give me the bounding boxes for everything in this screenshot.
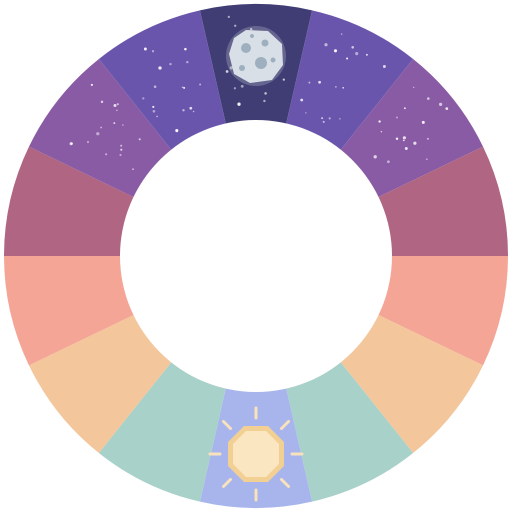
star (402, 139, 405, 142)
predawn-segment-stars (373, 86, 449, 164)
sun-icon (208, 406, 304, 502)
icons-layer (208, 26, 304, 502)
star (227, 15, 230, 19)
star (382, 65, 386, 68)
star (445, 107, 449, 110)
star (263, 99, 266, 103)
star (282, 78, 285, 81)
star (152, 105, 155, 108)
star (402, 136, 406, 140)
star (90, 83, 93, 86)
star (439, 102, 443, 106)
star (324, 43, 328, 47)
star (169, 62, 172, 66)
star (152, 109, 156, 113)
star (143, 47, 147, 51)
star (373, 155, 377, 159)
star (186, 60, 189, 64)
star (321, 117, 324, 120)
star (412, 86, 415, 89)
star (156, 115, 158, 118)
star (335, 86, 337, 88)
star (122, 124, 124, 126)
star (387, 160, 390, 164)
star (240, 84, 244, 88)
star (426, 137, 429, 140)
moon-icon (226, 26, 286, 86)
star (175, 129, 179, 133)
star (183, 86, 186, 89)
star (100, 126, 102, 129)
star (426, 158, 428, 161)
star (138, 138, 141, 141)
star (421, 120, 425, 124)
star (427, 97, 430, 100)
star (229, 66, 233, 70)
star (120, 148, 123, 151)
star (105, 153, 108, 156)
twilight-segment-stars (69, 83, 141, 170)
star (351, 46, 354, 49)
star (182, 109, 185, 112)
star (142, 97, 145, 100)
star (340, 33, 343, 35)
star (87, 141, 89, 143)
star (189, 106, 193, 110)
star (120, 144, 123, 147)
star (70, 142, 73, 145)
star (404, 147, 408, 150)
star (113, 122, 116, 125)
star (333, 49, 338, 53)
star (151, 50, 155, 53)
evening-segment-stars (142, 47, 202, 133)
star (199, 83, 202, 86)
star (308, 81, 311, 84)
star (250, 28, 253, 31)
star (346, 57, 349, 60)
star (100, 100, 104, 104)
star (395, 116, 399, 119)
star (300, 98, 304, 102)
star (339, 117, 341, 120)
night-late-segment-stars (300, 33, 386, 123)
star (116, 109, 118, 112)
star (234, 24, 237, 27)
star (181, 86, 184, 88)
star (264, 92, 267, 95)
star (403, 107, 406, 110)
star (132, 168, 134, 170)
star (184, 47, 187, 51)
star (305, 112, 307, 114)
star (328, 117, 331, 120)
star (158, 66, 162, 70)
star (116, 103, 119, 106)
star (413, 141, 417, 145)
star (225, 70, 229, 73)
star (342, 87, 344, 89)
star (113, 104, 117, 107)
star (318, 80, 321, 84)
star (395, 137, 399, 140)
star (192, 110, 195, 113)
star (322, 120, 325, 123)
star (96, 132, 100, 136)
star (365, 53, 368, 56)
star (233, 87, 237, 90)
center-hole (120, 120, 392, 392)
star (237, 102, 241, 106)
star (153, 85, 157, 88)
star (119, 153, 122, 157)
star (378, 120, 381, 123)
star (355, 52, 359, 56)
star (380, 130, 383, 133)
